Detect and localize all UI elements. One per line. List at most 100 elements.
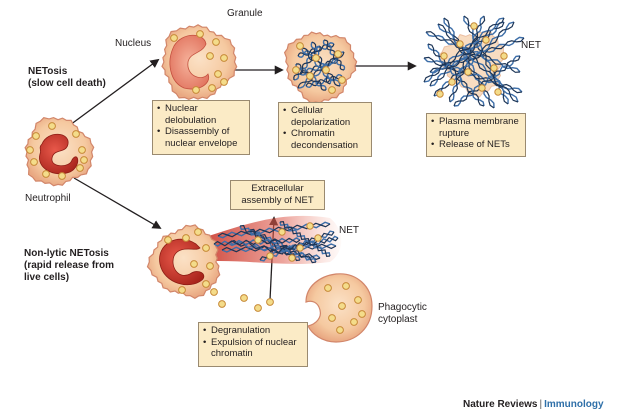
cytoplast-label-2: cytoplast bbox=[378, 314, 418, 325]
dna-strand bbox=[239, 224, 301, 262]
box1-item: Disassembly of nuclear envelope bbox=[157, 126, 245, 149]
cytoplast-label-1: Phagocytic bbox=[378, 302, 427, 313]
granule bbox=[358, 310, 366, 318]
granule bbox=[178, 286, 186, 294]
granule bbox=[266, 298, 274, 306]
granule bbox=[58, 172, 66, 180]
granule-label: Granule bbox=[227, 8, 263, 19]
granule bbox=[202, 244, 210, 252]
dna-strand bbox=[269, 236, 339, 254]
dna-strand bbox=[297, 51, 345, 89]
granule bbox=[208, 84, 216, 92]
neutrophil-cell bbox=[24, 116, 95, 187]
box1-item: Nuclear delobulation bbox=[157, 103, 245, 126]
box-extracellular-assembly: Extracellular assembly of NET bbox=[230, 180, 325, 210]
box-cellular-depolarization: Cellular depolarization Chromatin decond… bbox=[278, 102, 372, 157]
arrow-netosis bbox=[69, 58, 160, 126]
dna-strand bbox=[301, 47, 341, 87]
granule bbox=[190, 260, 198, 268]
nonlytic-subtitle-1: (rapid release from bbox=[24, 260, 115, 271]
granule bbox=[76, 164, 84, 172]
granule bbox=[194, 228, 202, 236]
granule bbox=[328, 314, 336, 322]
dna-strand bbox=[427, 43, 485, 107]
granule bbox=[482, 36, 490, 44]
granule bbox=[240, 294, 248, 302]
granule bbox=[342, 282, 350, 290]
granule bbox=[322, 66, 330, 74]
granule bbox=[436, 90, 444, 98]
dna-strand bbox=[423, 56, 523, 94]
granule bbox=[448, 78, 456, 86]
extracellular-net-dna bbox=[213, 220, 339, 264]
granule bbox=[202, 280, 210, 288]
granule bbox=[254, 236, 262, 244]
dna-strand bbox=[293, 45, 321, 81]
netosis-title: NETosis bbox=[28, 66, 68, 77]
granule bbox=[266, 252, 274, 260]
granule bbox=[220, 78, 228, 86]
box2-item: Cellular depolarization bbox=[283, 105, 367, 128]
granule bbox=[470, 22, 478, 30]
dna-strand bbox=[433, 21, 515, 97]
dna-strand bbox=[323, 39, 345, 71]
granule bbox=[490, 64, 498, 72]
lobed-nucleus bbox=[39, 133, 79, 175]
granule bbox=[192, 86, 200, 94]
granule bbox=[336, 326, 344, 334]
granule bbox=[354, 296, 362, 304]
dna-strand bbox=[279, 220, 331, 258]
box5-item: Degranulation bbox=[203, 325, 303, 337]
granule bbox=[80, 156, 88, 164]
granule bbox=[32, 132, 40, 140]
granule bbox=[296, 244, 304, 252]
journal-credit: Nature Reviews|Immunology bbox=[463, 399, 604, 410]
granule bbox=[338, 76, 346, 84]
box5-item: Expulsion of nuclear chromatin bbox=[203, 337, 303, 360]
granule bbox=[494, 88, 502, 96]
net-label-mid: NET bbox=[339, 225, 359, 236]
granule bbox=[296, 42, 304, 50]
granule bbox=[350, 318, 358, 326]
delobulating-cell bbox=[161, 24, 238, 101]
dna-strand bbox=[448, 15, 486, 103]
dna-strand bbox=[305, 75, 343, 87]
granule bbox=[278, 228, 286, 236]
non-lytic-cell bbox=[146, 224, 221, 299]
phagocytic-cytoplast-cell bbox=[305, 273, 373, 343]
granule bbox=[456, 40, 464, 48]
granule bbox=[292, 66, 300, 74]
granule bbox=[210, 288, 218, 296]
granule bbox=[30, 158, 38, 166]
granule bbox=[170, 34, 178, 42]
granule bbox=[212, 38, 220, 46]
netosis-subtitle: (slow cell death) bbox=[28, 78, 106, 89]
granule bbox=[288, 254, 296, 262]
granule bbox=[214, 70, 222, 78]
arrow-nonlytic bbox=[73, 177, 162, 229]
granule bbox=[306, 222, 314, 230]
granule bbox=[196, 30, 204, 38]
granule bbox=[72, 130, 80, 138]
granule bbox=[324, 284, 332, 292]
granule bbox=[254, 304, 262, 312]
box-degranulation: Degranulation Expulsion of nuclear chrom… bbox=[198, 322, 308, 367]
box-plasma-membrane-rupture: Plasma membrane rupture Release of NETs bbox=[426, 113, 526, 157]
box-nuclear-delobulation: Nuclear delobulation Disassembly of nucl… bbox=[152, 100, 250, 155]
credit-separator: | bbox=[539, 399, 543, 410]
granule bbox=[164, 236, 172, 244]
granule bbox=[26, 146, 34, 154]
net-label-top: NET bbox=[521, 40, 541, 51]
granule bbox=[440, 52, 448, 60]
depolarized-cell bbox=[283, 31, 358, 104]
box4-line: Extracellular bbox=[251, 183, 304, 194]
dna-strand bbox=[425, 31, 521, 73]
journal-name: Nature Reviews bbox=[463, 399, 538, 410]
dna-strand bbox=[249, 228, 317, 264]
box3-item: Release of NETs bbox=[431, 139, 521, 151]
granule bbox=[478, 84, 486, 92]
granule bbox=[220, 54, 228, 62]
nucleus-label: Nucleus bbox=[115, 38, 152, 49]
ruptured-cell-net bbox=[423, 15, 525, 109]
